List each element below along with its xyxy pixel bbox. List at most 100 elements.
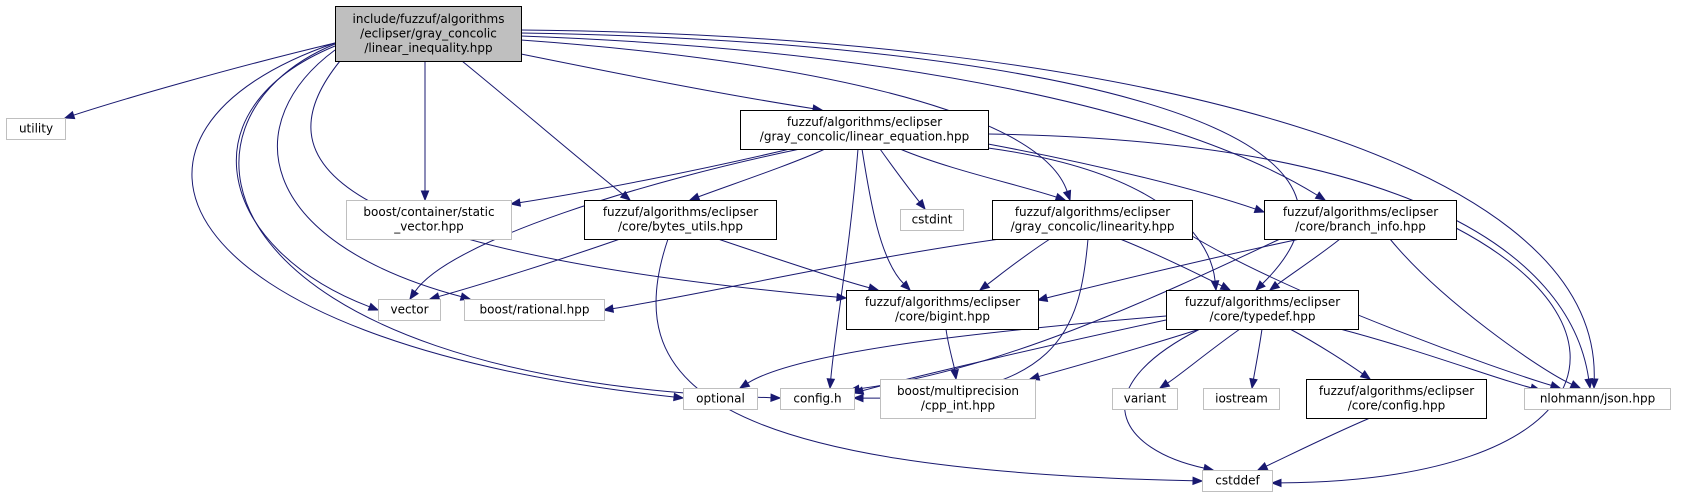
edge-root-to-linearity xyxy=(520,39,1072,202)
edge-line xyxy=(520,35,1318,196)
arrowhead xyxy=(1249,377,1258,390)
edge-branch_info-to-typedef xyxy=(1268,238,1341,291)
edge-line xyxy=(1389,238,1572,385)
node-typedef[interactable]: fuzzuf/algorithms/eclipser/core/typedef.… xyxy=(1166,290,1359,330)
node-label-line: /linear_inequality.hpp xyxy=(364,41,492,55)
node-label-line: _vector.hpp xyxy=(393,220,464,234)
edge-line xyxy=(73,42,336,116)
edge-line xyxy=(520,53,814,110)
node-box xyxy=(1166,290,1359,330)
node-label-line: fuzzuf/algorithms/eclipser xyxy=(1283,205,1438,219)
node-cpp-int: boost/multiprecision/cpp_int.hpp xyxy=(880,379,1036,419)
node-label-line: /eclipser/gray_concolic xyxy=(360,26,497,40)
node-config-h: config.h xyxy=(780,388,855,410)
node-json: nlohmann/json.hpp xyxy=(1524,388,1671,410)
arrowhead xyxy=(1569,380,1582,389)
edge-line xyxy=(438,238,621,298)
arrowhead xyxy=(1253,204,1266,214)
arrowhead xyxy=(915,198,926,211)
edge-line xyxy=(1280,227,1571,484)
edge-line xyxy=(879,148,920,203)
node-label-line: fuzzuf/algorithms/eclipser xyxy=(1015,205,1170,219)
arrowhead xyxy=(1584,377,1593,390)
node-box xyxy=(780,388,855,410)
edge-line xyxy=(1167,328,1241,384)
edge-typedef-to-optional xyxy=(738,315,1167,389)
edge-line xyxy=(461,60,624,195)
edge-line xyxy=(987,133,1590,380)
edge-root-to-branch_info xyxy=(520,35,1327,201)
node-label-line: config.h xyxy=(793,391,841,405)
edge-line xyxy=(1276,238,1341,286)
edge-line xyxy=(238,43,772,399)
edge-line xyxy=(612,238,1001,310)
edge-line xyxy=(747,315,1167,384)
edge-line xyxy=(1124,328,1205,469)
arrowhead xyxy=(1549,381,1562,390)
node-box xyxy=(846,290,1039,330)
arrowhead xyxy=(950,368,959,381)
node-label-line: fuzzuf/algorithms/eclipser xyxy=(865,295,1020,309)
edge-line xyxy=(655,238,1194,482)
edge-line xyxy=(414,148,801,292)
edge-line xyxy=(899,148,1057,198)
edge-line xyxy=(861,148,904,284)
node-core-config[interactable]: fuzzuf/algorithms/eclipser/core/config.h… xyxy=(1306,379,1487,419)
node-label-line: nlohmann/json.hpp xyxy=(1540,391,1655,405)
node-label-line: /cpp_int.hpp xyxy=(921,399,995,413)
node-box xyxy=(880,379,1036,419)
node-label-line: /core/bigint.hpp xyxy=(895,310,990,324)
edge-line xyxy=(277,49,462,298)
edge-line xyxy=(858,238,1281,390)
node-linearity[interactable]: fuzzuf/algorithms/eclipser/gray_concolic… xyxy=(992,200,1193,240)
node-box xyxy=(1264,200,1457,240)
edge-bigint-to-cpp_int xyxy=(945,328,959,381)
edge-typedef-to-core_config xyxy=(1289,328,1372,380)
edge-root-to-vector xyxy=(235,45,380,311)
edge-linear_equation-to-static_vector xyxy=(509,148,791,207)
edge-line xyxy=(717,238,870,289)
node-label-line: /core/typedef.hpp xyxy=(1210,310,1316,324)
node-box xyxy=(1203,388,1280,410)
node-box xyxy=(1112,388,1178,410)
edge-line xyxy=(191,42,675,398)
edge-line xyxy=(987,143,1256,210)
edge-linear_equation-to-branch_info xyxy=(987,143,1266,214)
node-branch-info[interactable]: fuzzuf/algorithms/eclipser/core/branch_i… xyxy=(1264,200,1457,240)
arrowhead xyxy=(826,378,836,390)
node-static-vector: boost/container/static_vector.hpp xyxy=(346,200,512,240)
node-bytes-utils[interactable]: fuzzuf/algorithms/eclipser/core/bytes_ut… xyxy=(584,200,777,240)
edge-root-to-static_vector xyxy=(420,60,430,202)
edge-typedef-to-iostream xyxy=(1249,328,1263,390)
node-label-line: fuzzuf/algorithms/eclipser xyxy=(603,205,758,219)
node-box xyxy=(1306,379,1487,419)
node-cstdint: cstdint xyxy=(900,209,964,231)
node-utility: utility xyxy=(6,118,66,140)
edge-root-to-config_h xyxy=(238,43,782,403)
node-optional: optional xyxy=(683,388,758,410)
node-label-line: cstdint xyxy=(912,212,953,226)
node-label-line: fuzzuf/algorithms/eclipser xyxy=(1319,384,1474,398)
node-root[interactable]: include/fuzzuf/algorithms/eclipser/gray_… xyxy=(335,6,522,62)
edge-line xyxy=(1252,328,1263,380)
arrowhead xyxy=(1158,379,1171,389)
edge-linear_equation-to-vector xyxy=(409,148,801,301)
node-iostream: iostream xyxy=(1203,388,1280,410)
arrowhead xyxy=(1314,191,1327,201)
edge-linearity-to-rational xyxy=(602,238,1001,313)
node-linear-equation[interactable]: fuzzuf/algorithms/eclipser/gray_concolic… xyxy=(740,110,989,150)
edge-line xyxy=(1339,328,1532,389)
node-label-line: boost/multiprecision xyxy=(897,384,1019,398)
node-vector: vector xyxy=(378,299,441,321)
edge-line xyxy=(1119,238,1223,287)
edge-line xyxy=(830,148,859,380)
edge-bytes_utils-to-bigint xyxy=(717,238,880,292)
node-bigint[interactable]: fuzzuf/algorithms/eclipser/core/bigint.h… xyxy=(846,290,1039,330)
edge-branch_info-to-cstddef xyxy=(1270,227,1571,488)
node-box xyxy=(378,299,441,321)
edge-linearity-to-bigint xyxy=(978,238,1051,291)
arrowhead xyxy=(688,192,701,201)
edge-typedef-to-cstddef xyxy=(1124,328,1215,473)
edge-typedef-to-variant xyxy=(1158,328,1241,389)
node-box xyxy=(335,6,522,62)
